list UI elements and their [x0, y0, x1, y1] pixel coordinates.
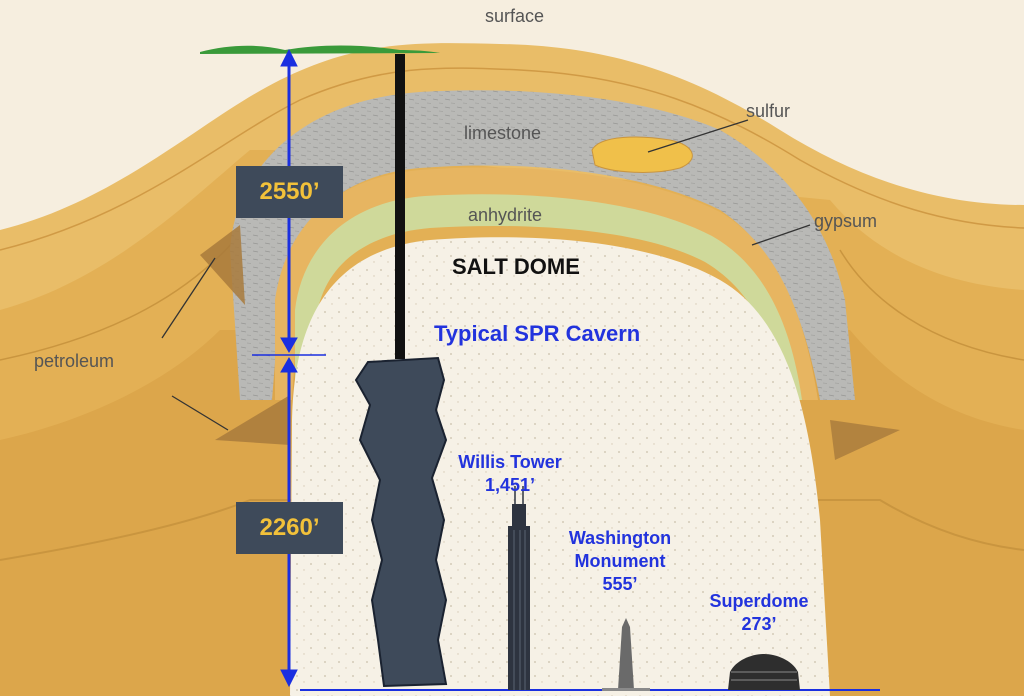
washington-monument-label: Washington Monument 555’ [555, 527, 685, 596]
upper-depth-box: 2550’ [236, 166, 343, 218]
limestone-label: limestone [464, 123, 542, 143]
washington-monument-height: 555’ [602, 574, 638, 594]
gypsum-label: gypsum [814, 211, 878, 231]
superdome-name: Superdome [709, 591, 809, 611]
willis-tower-height: 1,451’ [484, 475, 536, 495]
washington-monument-name-line2: Monument [574, 551, 666, 571]
superdome-label: Superdome 273’ [694, 590, 824, 636]
willis-tower-label: Willis Tower 1,451’ [446, 451, 574, 497]
washington-monument-silhouette [602, 618, 650, 691]
well-pipe [395, 54, 405, 359]
anhydrite-layer [295, 194, 802, 400]
spr-cavern [354, 356, 448, 688]
sulfur-label: sulfur [746, 101, 791, 121]
cavern-title: Typical SPR Cavern [434, 321, 641, 346]
washington-monument-name-line1: Washington [568, 528, 672, 548]
superdome-silhouette [728, 654, 800, 690]
surface-label: surface [485, 6, 545, 26]
ground-surface-grass [200, 45, 440, 54]
lower-depth-box: 2260’ [236, 502, 343, 554]
willis-tower-name: Willis Tower [458, 452, 562, 472]
petroleum-label: petroleum [34, 351, 115, 371]
petroleum-trap-right [830, 420, 900, 460]
willis-tower-silhouette [508, 486, 530, 690]
anhydrite-label: anhydrite [468, 205, 543, 225]
salt-dome-title: SALT DOME [452, 254, 580, 279]
petroleum-trap-upper [200, 225, 245, 305]
petroleum-trap-lower [215, 395, 290, 445]
superdome-height: 273’ [741, 614, 777, 634]
